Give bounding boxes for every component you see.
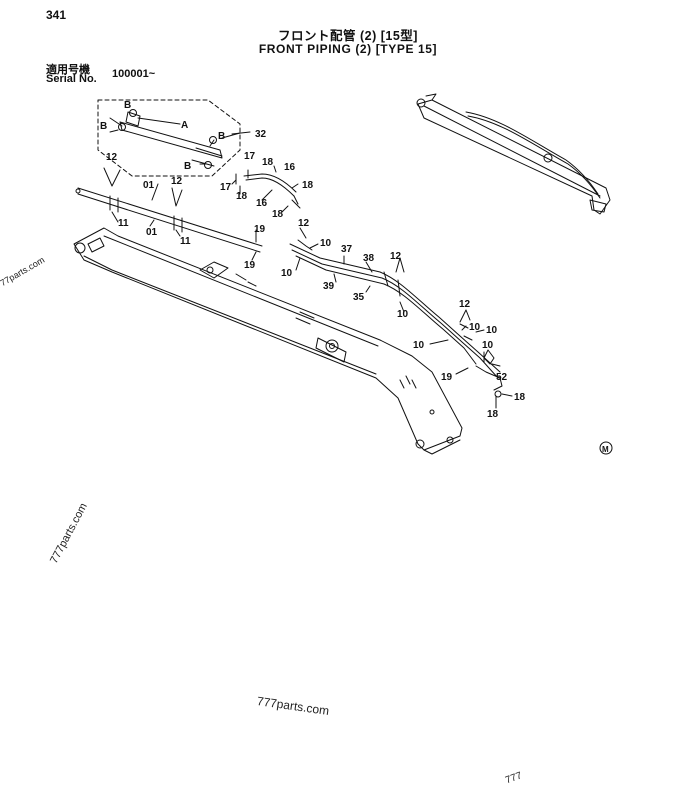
end-fittings <box>459 323 503 398</box>
callout-12: 12 <box>171 176 183 187</box>
callout-B-1: B <box>124 100 131 111</box>
callout-11: 11 <box>180 236 191 247</box>
callout-10: 10 <box>281 268 293 279</box>
detail-dashed-outline <box>97 99 241 177</box>
callout-38: 38 <box>363 253 375 264</box>
hose-16-17-18 <box>235 169 301 209</box>
boom-pipes <box>289 239 501 379</box>
callout-12: 12 <box>298 218 310 229</box>
callout-32: 32 <box>255 129 267 140</box>
svg-text:M: M <box>602 445 609 454</box>
pipe-clamps-left <box>103 167 183 237</box>
callout-12: 12 <box>106 152 118 163</box>
callout-19: 19 <box>244 260 256 271</box>
callout-16: 16 <box>284 162 296 173</box>
callout-10: 10 <box>486 325 498 336</box>
callout-10: 10 <box>413 340 425 351</box>
title-japanese: フロント配管 (2) [15型] <box>278 29 418 43</box>
callout-A: A <box>181 120 188 131</box>
callout-01: 01 <box>146 227 158 238</box>
callout-01: 01 <box>143 180 155 191</box>
page-number: 341 <box>46 8 67 22</box>
callout-12: 12 <box>390 251 402 262</box>
callout-18: 18 <box>487 409 499 420</box>
pipe-01 <box>75 187 263 253</box>
callout-17: 17 <box>220 182 232 193</box>
callout-18: 18 <box>514 392 526 403</box>
callout-12: 12 <box>459 299 471 310</box>
callout-16: 16 <box>256 198 268 209</box>
callout-11: 11 <box>118 218 129 229</box>
serial-label-english: Serial No. <box>46 73 97 85</box>
mark-symbol: M <box>599 441 613 455</box>
cylinder-detail <box>118 109 241 169</box>
callout-52: 52 <box>496 372 508 383</box>
callout-B-2: B <box>100 121 107 132</box>
callout-19: 19 <box>441 372 453 383</box>
callout-B-3: B <box>218 131 225 142</box>
title-english: FRONT PIPING (2) [TYPE 15] <box>258 42 438 56</box>
callout-37: 37 <box>341 244 353 255</box>
callout-10: 10 <box>397 309 409 320</box>
leader-lines <box>109 117 513 409</box>
callout-10: 10 <box>469 322 481 333</box>
callout-B-4: B <box>184 161 191 172</box>
callout-labels: B B A B B 32 12 01 12 11 01 11 17 18 16 … <box>100 100 526 420</box>
callout-10: 10 <box>320 238 332 249</box>
callout-35: 35 <box>353 292 365 303</box>
callout-19: 19 <box>254 224 266 235</box>
callout-39: 39 <box>323 281 335 292</box>
serial-number-range: 100001~ <box>112 68 156 80</box>
callout-18: 18 <box>236 191 248 202</box>
boom-assembly <box>73 227 463 455</box>
callout-18: 18 <box>262 157 274 168</box>
serial-label-japanese: 適用号機 <box>46 64 90 76</box>
callout-10: 10 <box>482 340 494 351</box>
callout-17: 17 <box>244 151 256 162</box>
callout-18: 18 <box>302 180 314 191</box>
arm-assembly <box>416 93 611 215</box>
callout-18: 18 <box>272 209 284 220</box>
